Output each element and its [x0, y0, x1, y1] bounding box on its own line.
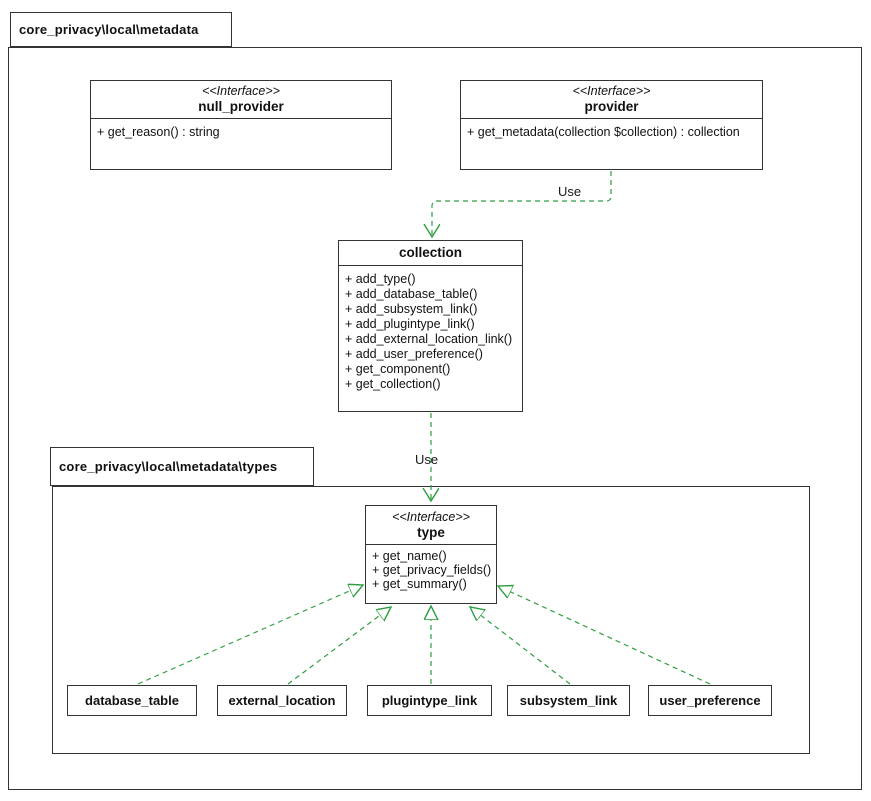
- method: + get_component(): [345, 362, 451, 376]
- class-plugintype-link-name: plugintype_link: [381, 693, 478, 708]
- class-user-preference[interactable]: user_preference: [648, 685, 772, 716]
- class-null-provider-methods: + get_reason() : string: [91, 119, 391, 140]
- class-type[interactable]: <<Interface>> type + get_name() + get_pr…: [365, 505, 497, 604]
- package-types-label: core_privacy\local\metadata\types: [59, 459, 278, 474]
- class-database-table[interactable]: database_table: [67, 685, 197, 716]
- method: + add_plugintype_link(): [345, 317, 475, 331]
- class-null-provider-name: null_provider: [198, 99, 284, 114]
- class-collection-name: collection: [398, 245, 462, 260]
- method: + get_name(): [372, 549, 447, 563]
- class-provider-header: <<Interface>> provider: [461, 81, 762, 119]
- method: + get_reason() : string: [97, 125, 220, 139]
- method: + add_external_location_link(): [345, 332, 513, 346]
- class-type-stereotype: <<Interface>>: [392, 509, 470, 524]
- method: + get_privacy_fields(): [372, 563, 492, 577]
- class-database-table-name: database_table: [85, 693, 179, 708]
- class-provider-methods: + get_metadata(collection $collection) :…: [461, 119, 762, 140]
- method: + get_collection(): [345, 377, 441, 391]
- class-type-name: type: [417, 524, 445, 540]
- realization-arrow-external-location-to-type: [287, 607, 391, 685]
- class-external-location[interactable]: external_location: [217, 685, 347, 716]
- class-provider[interactable]: <<Interface>> provider + get_metadata(co…: [460, 80, 763, 170]
- method: + add_subsystem_link(): [345, 302, 478, 316]
- class-null-provider[interactable]: <<Interface>> null_provider + get_reason…: [90, 80, 392, 170]
- dependency-arrow-provider-to-collection: [432, 171, 612, 237]
- edge-label-use-provider-collection: Use: [558, 184, 582, 199]
- method: + get_summary(): [372, 577, 467, 591]
- class-collection[interactable]: collection + add_type() + add_database_t…: [338, 240, 523, 412]
- class-provider-stereotype: <<Interface>>: [572, 84, 651, 98]
- method: + add_database_table(): [345, 287, 478, 301]
- method: + get_metadata(collection $collection) :…: [467, 125, 740, 139]
- class-plugintype-link[interactable]: plugintype_link: [367, 685, 492, 716]
- package-types-tab[interactable]: core_privacy\local\metadata\types: [50, 447, 314, 486]
- class-user-preference-name: user_preference: [659, 693, 761, 708]
- realization-arrow-user-preference-to-type: [498, 586, 711, 685]
- class-type-methods: + get_name() + get_privacy_fields() + ge…: [366, 545, 496, 591]
- class-subsystem-link-name: subsystem_link: [519, 693, 618, 708]
- class-collection-methods: + add_type() + add_database_table() + ad…: [339, 266, 522, 392]
- class-external-location-name: external_location: [228, 693, 336, 708]
- class-subsystem-link[interactable]: subsystem_link: [507, 685, 630, 716]
- method: + add_user_preference(): [345, 347, 483, 361]
- realization-arrow-subsystem-link-to-type: [470, 607, 571, 685]
- realization-arrow-database-table-to-type: [137, 585, 363, 685]
- package-metadata-tab[interactable]: core_privacy\local\metadata: [10, 12, 232, 47]
- class-collection-header: collection: [339, 241, 522, 266]
- edge-label-use-collection-type: Use: [415, 452, 439, 467]
- class-null-provider-stereotype: <<Interface>>: [202, 84, 280, 98]
- class-provider-name: provider: [584, 99, 639, 114]
- package-metadata-label: core_privacy\local\metadata: [19, 22, 199, 37]
- class-type-header: <<Interface>> type: [366, 506, 496, 545]
- class-null-provider-header: <<Interface>> null_provider: [91, 81, 391, 119]
- method: + add_type(): [345, 272, 416, 286]
